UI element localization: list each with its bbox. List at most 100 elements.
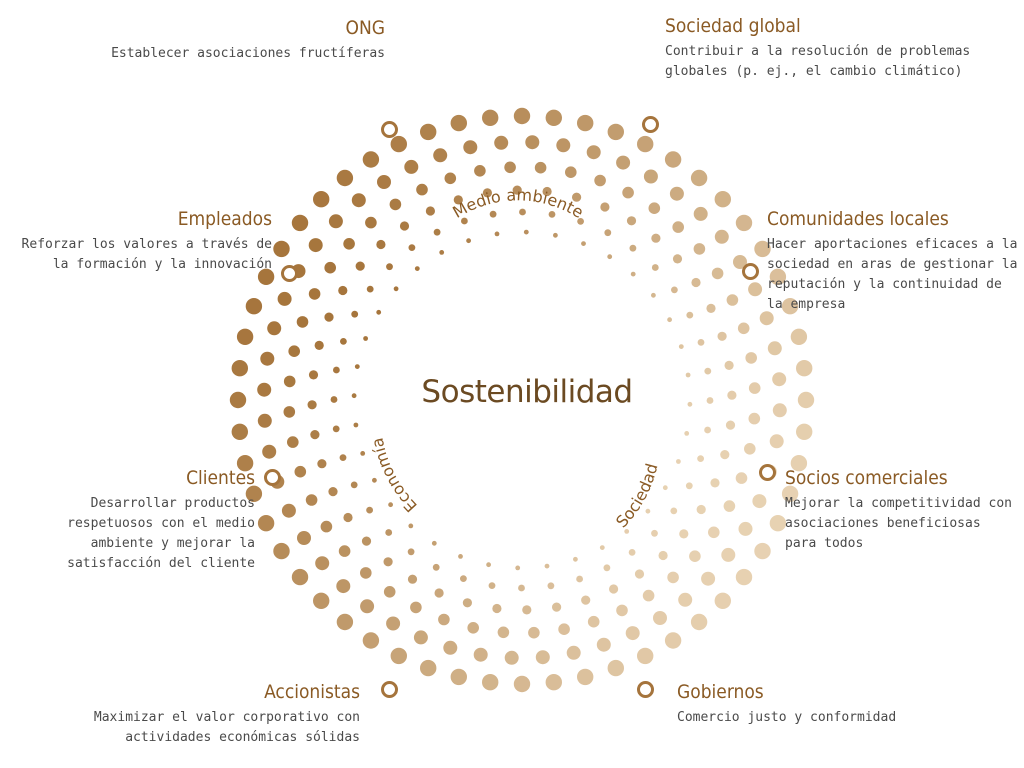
ring-dot — [310, 430, 320, 440]
ring-dot — [630, 271, 636, 277]
ring-dot — [577, 218, 584, 225]
stakeholder-gobiernos: Gobiernos Comercio justo y conformidad — [677, 680, 977, 728]
ring-dot — [461, 217, 468, 225]
ring-dot — [363, 336, 368, 341]
ring-dot — [360, 451, 366, 456]
ring-dot — [231, 360, 248, 377]
ring-dot — [691, 277, 701, 288]
ring-dot — [338, 545, 351, 557]
ring-dot — [558, 623, 570, 635]
ring-dot — [314, 340, 324, 350]
ring-dot — [735, 214, 753, 232]
ring-dot — [697, 339, 705, 346]
ring-dot — [336, 613, 354, 631]
ring-dot — [313, 191, 330, 208]
ring-dot — [545, 109, 562, 127]
ring-dot — [376, 309, 382, 315]
ring-dot — [324, 261, 337, 274]
ring-dot — [769, 434, 784, 449]
clientes-description: Desarrollar productos respetuosos con el… — [67, 496, 255, 571]
ring-dot — [438, 613, 450, 626]
ring-dot — [748, 412, 761, 425]
ring-dot — [360, 567, 372, 579]
ring-dot — [552, 602, 562, 612]
ring-dot — [600, 202, 610, 212]
ring-dot — [257, 382, 272, 397]
stakeholder-global: Sociedad global Contribuir a la resoluci… — [665, 14, 1005, 82]
ring-dot — [488, 582, 496, 589]
ring-dot — [609, 584, 619, 594]
ring-dot — [556, 138, 571, 153]
ring-dot — [625, 626, 640, 641]
marker-global — [642, 116, 659, 133]
ring-dot — [670, 507, 678, 515]
ring-dot — [607, 254, 613, 260]
ring-dot — [416, 183, 428, 196]
ring-dot — [420, 123, 437, 141]
ring-dot — [587, 615, 600, 628]
ring-dot — [296, 316, 309, 328]
ring-dot — [513, 107, 531, 125]
ring-dot — [697, 455, 704, 462]
ring-dot — [662, 485, 668, 491]
ring-dot — [343, 512, 353, 523]
ring-dot — [377, 175, 391, 189]
ring-dot — [262, 444, 277, 459]
ring-dot — [769, 268, 787, 285]
global-title: Sociedad global — [665, 15, 801, 37]
ring-dot — [542, 186, 552, 197]
ring-dot — [420, 659, 437, 677]
ring-dot — [460, 575, 467, 582]
ring-dot — [492, 603, 502, 614]
ring-dot — [425, 206, 435, 216]
ring-dot — [534, 161, 547, 174]
ring-dot — [581, 595, 591, 605]
ring-dot — [320, 520, 333, 533]
ring-dot — [724, 360, 734, 370]
ring-dot — [336, 169, 354, 187]
ring-dot — [407, 548, 415, 556]
ring-dot — [330, 396, 338, 403]
ring-dot — [366, 285, 374, 293]
ring-dot — [353, 422, 359, 428]
ring-dot — [308, 238, 323, 253]
ring-dot — [354, 364, 360, 369]
ring-dot — [482, 109, 499, 127]
ring-dot — [581, 241, 586, 247]
ring-dot — [796, 360, 813, 377]
ring-dot — [566, 645, 581, 660]
ring-dot — [287, 436, 299, 448]
ring-dot — [351, 193, 366, 208]
ring-dot — [603, 564, 611, 572]
ring-dot — [434, 588, 444, 598]
ring-dot — [333, 366, 340, 374]
ring-dot — [388, 502, 393, 508]
ring-dot — [414, 266, 420, 271]
ring-dot — [637, 647, 654, 665]
ring-dot — [769, 515, 787, 532]
ring-dot — [651, 529, 658, 537]
ring-dot — [596, 637, 611, 652]
ring-dot — [365, 216, 377, 229]
ring-dot — [754, 240, 771, 258]
ring-dot — [339, 454, 347, 461]
ring-dot — [328, 487, 338, 497]
ring-dot — [229, 391, 247, 409]
ring-dot — [706, 303, 716, 313]
ring-dot — [690, 613, 708, 631]
ring-dot — [748, 282, 763, 297]
ring-dot — [721, 547, 736, 562]
ring-dot — [686, 311, 694, 319]
ring-dot — [667, 317, 672, 323]
empleados-title: Empleados — [177, 208, 272, 230]
dot-rings — [229, 107, 815, 693]
ring-dot — [383, 586, 396, 598]
ring-dot — [257, 413, 272, 428]
ring-dot — [450, 668, 467, 686]
ring-dot — [548, 211, 556, 218]
ring-dot — [544, 563, 550, 569]
ring-dot — [351, 310, 359, 318]
ring-dot — [669, 186, 684, 201]
ring-dot — [408, 523, 414, 529]
